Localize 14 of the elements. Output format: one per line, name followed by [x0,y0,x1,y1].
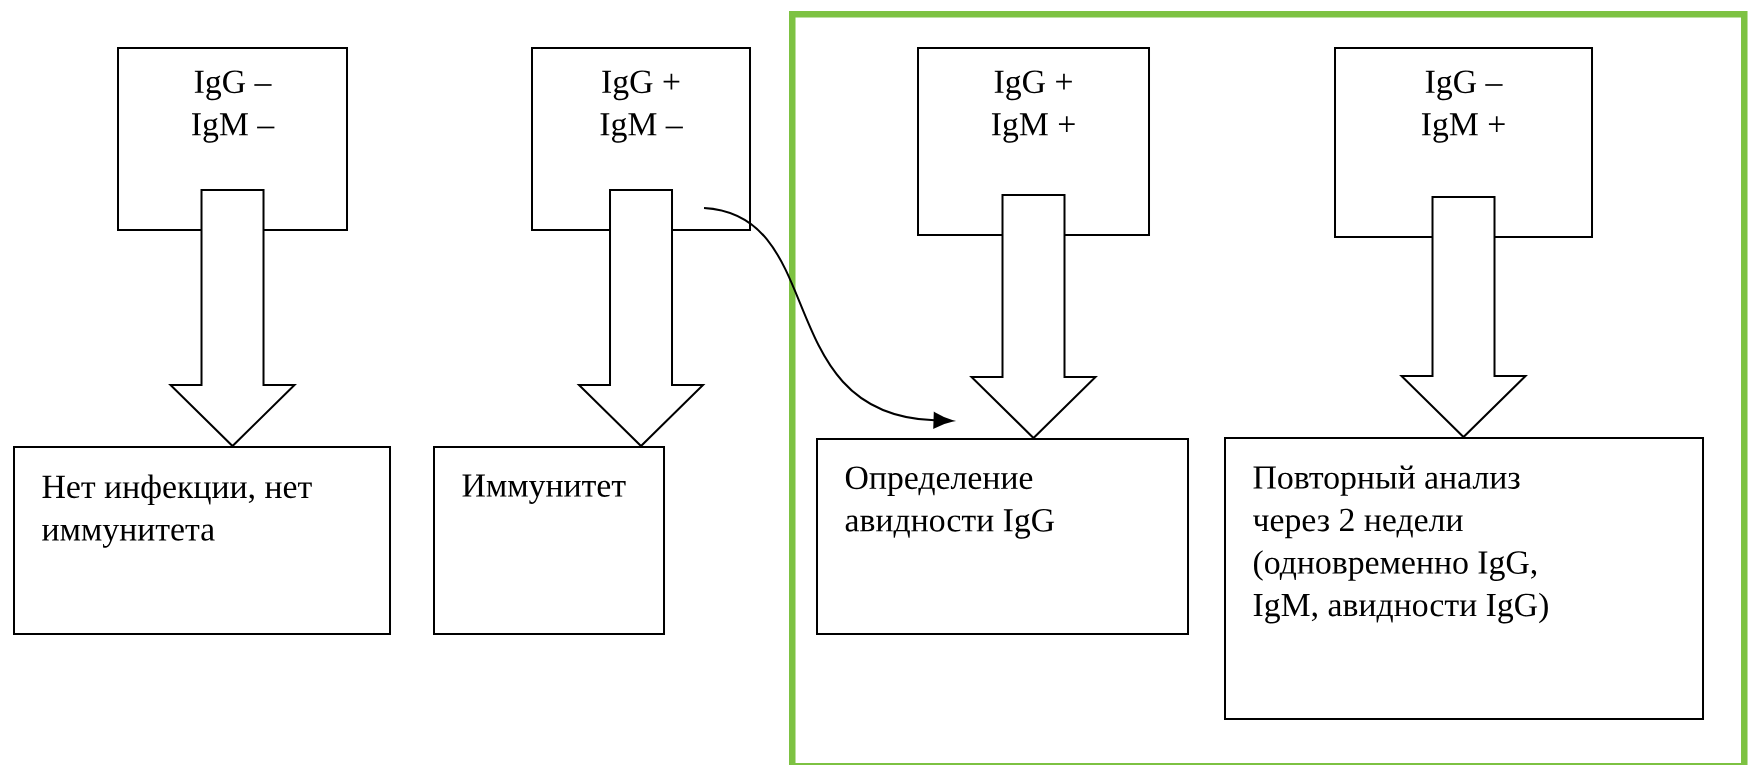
conclusion-box: Иммунитет [433,446,665,635]
conclusion-box: Нет инфекции, нет иммунитета [13,446,391,635]
block-arrow [969,194,1098,440]
result-box: IgG – IgM + [1334,47,1593,238]
result-box: IgG + IgM – [531,47,751,231]
result-box: IgG – IgM – [117,47,348,231]
conclusion-box: Повторный анализ через 2 недели (одновременно IgG, IgM, авидности IgG) [1224,437,1704,720]
block-arrow [576,189,706,448]
group-frame [789,11,1748,765]
curved-arrow [703,207,953,429]
block-arrow [168,189,297,448]
conclusion-box: Определение авидности IgG [816,438,1189,635]
block-arrow [1399,196,1528,439]
result-box: IgG + IgM + [917,47,1150,236]
